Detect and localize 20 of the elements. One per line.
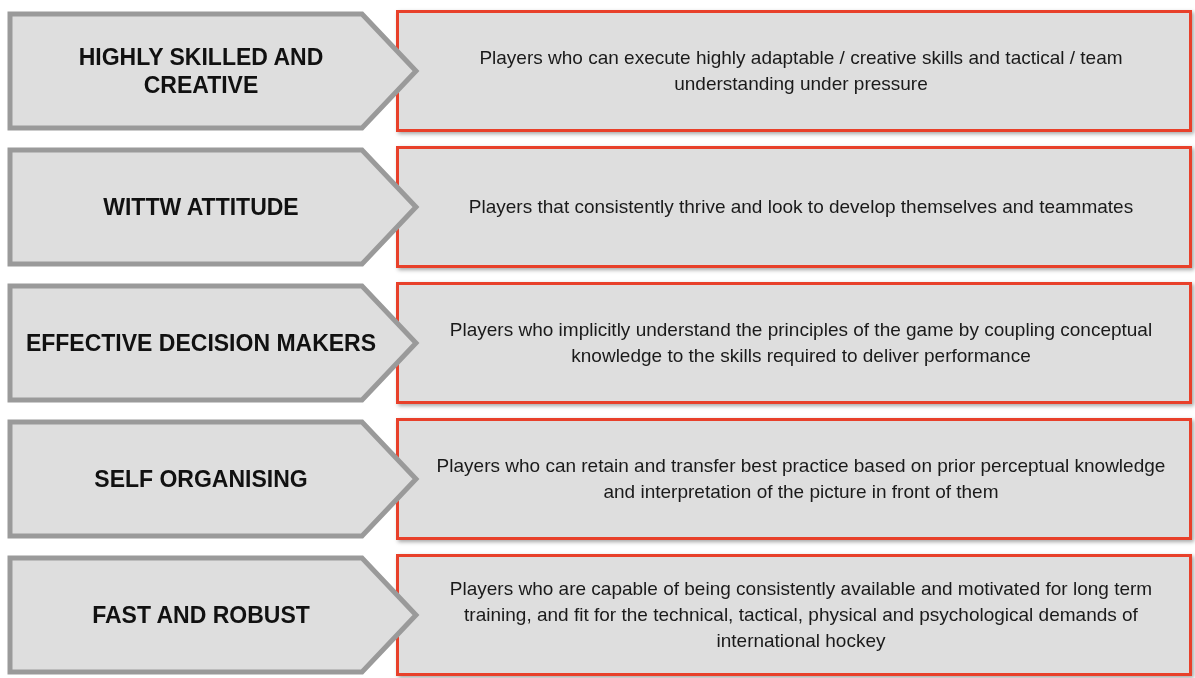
description-text: Players that consistently thrive and look to develop themselves and teammates (468, 195, 1134, 219)
description-box (396, 282, 1192, 404)
description-text: Players who can retain and transfer best practice based on prior perceptual knowledge and interpretation of the picture in front of them (435, 454, 1167, 504)
description-text: Players who can execute highly adaptable / creative skills and tactical / team understanding under pressure (478, 46, 1124, 96)
description-box (396, 418, 1192, 540)
description-box (396, 146, 1192, 268)
chevron-arrow (6, 146, 422, 268)
heading-text: WITTW ATTITUDE (102, 193, 300, 221)
heading-text: HIGHLY SKILLED AND CREATIVE (77, 43, 325, 99)
chevron-arrow (6, 418, 422, 540)
chevron-arrow (6, 554, 422, 676)
heading-text: EFFECTIVE DECISION MAKERS (24, 329, 378, 357)
heading-text: FAST AND ROBUST (91, 601, 311, 629)
heading-text: SELF ORGANISING (93, 465, 309, 493)
chevron-arrow (6, 10, 422, 132)
chevron-arrow (6, 282, 422, 404)
description-box (396, 554, 1192, 676)
description-text: Players who are capable of being consistently available and motivated for long term training, and fit for the technical, tactical, physical and psychological demands of international hockey (448, 577, 1154, 653)
description-text: Players who implicitly understand the principles of the game by coupling conceptual knowledge to the skills required to deliver performance (448, 318, 1154, 368)
description-box (396, 10, 1192, 132)
